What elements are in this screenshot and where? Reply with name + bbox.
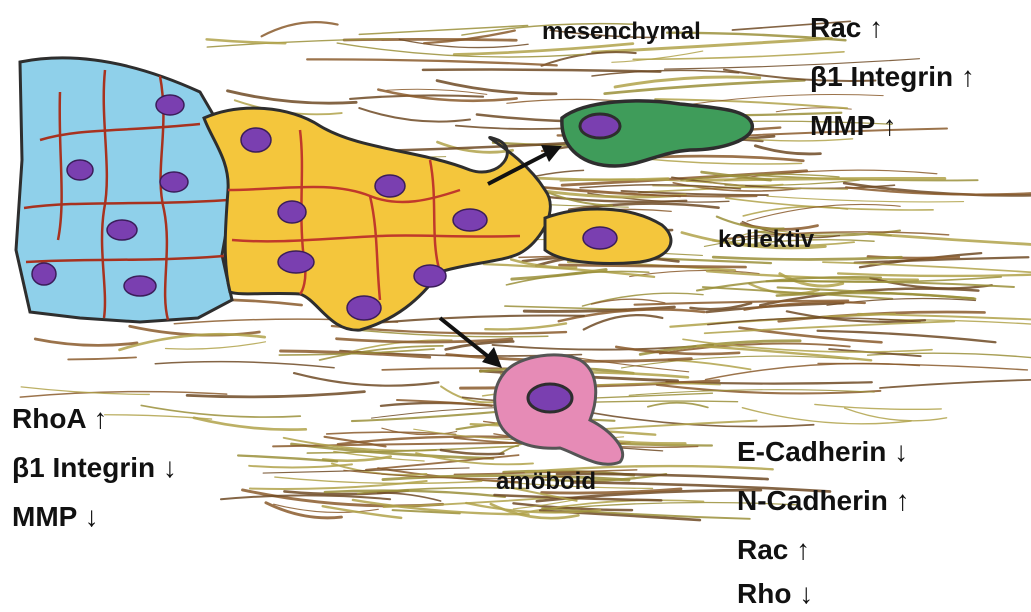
matrix-fiber [423,70,660,72]
matrix-fiber [869,234,1031,247]
matrix-fiber [307,59,556,65]
matrix-fiber [743,207,847,216]
mesenchymal-marker-rac: Rac ↑ [810,14,883,42]
matrix-fiber [68,357,136,359]
matrix-fiber [560,265,746,267]
matrix-fiber [648,403,708,408]
amoeboid-marker-integrin: β1 Integrin ↓ [12,454,177,482]
mesenchymal-marker-integrin: β1 Integrin ↑ [810,63,975,91]
matrix-fiber [352,410,514,421]
matrix-fiber [249,464,352,467]
matrix-fiber [359,108,470,122]
matrix-fiber [846,187,1031,194]
epithelial-cell-sheet [16,58,232,322]
matrix-fiber [706,364,920,380]
matrix-fiber [141,405,300,417]
matrix-fiber [441,450,503,454]
matrix-fiber [838,272,1031,276]
collective-marker-n-cadherin: N-Cadherin ↑ [737,487,910,515]
matrix-fiber [542,52,636,66]
amoeboid-marker-mmp: MMP ↓ [12,503,99,531]
matrix-fiber [744,302,864,310]
matrix-fiber [880,379,1031,388]
amoeboid-label: amöboid [496,470,596,494]
matrix-fiber [767,196,964,202]
collective-marker-rho: Rho ↓ [737,580,813,608]
matrix-fiber [207,39,390,47]
matrix-fiber [818,363,1027,370]
matrix-fiber [755,146,820,154]
matrix-fiber [485,323,566,329]
matrix-fiber [845,408,947,421]
matrix-fiber [228,91,357,103]
collective-marker-rac: Rac ↑ [737,536,810,564]
matrix-fiber [669,360,751,370]
matrix-fiber [633,52,844,60]
matrix-fiber [590,412,814,426]
matrix-fiber [120,334,265,350]
mesenchymal-label: mesenchymal [542,20,701,44]
matrix-fiber [742,408,911,424]
matrix-fiber [823,262,1031,275]
matrix-fiber [262,22,338,36]
amoeboid-marker-rhoa: RhoA ↑ [12,405,107,433]
matrix-fiber [815,404,941,409]
matrix-fiber [713,257,901,259]
matrix-fiber [165,342,265,349]
matrix-fiber [155,362,334,368]
matrix-fiber [187,392,364,397]
matrix-fiber [294,373,438,386]
matrix-fiber [35,339,137,345]
matrix-fiber [437,81,556,94]
collective-label: kollektiv [718,228,814,252]
matrix-fiber [207,39,286,43]
matrix-fiber [584,315,663,329]
matrix-fiber [505,306,626,309]
matrix-fiber [221,495,390,499]
mesenchymal-marker-mmp: MMP ↑ [810,112,897,140]
matrix-fiber [605,80,805,93]
collective-marker-e-cadherin: E-Cadherin ↓ [737,438,908,466]
